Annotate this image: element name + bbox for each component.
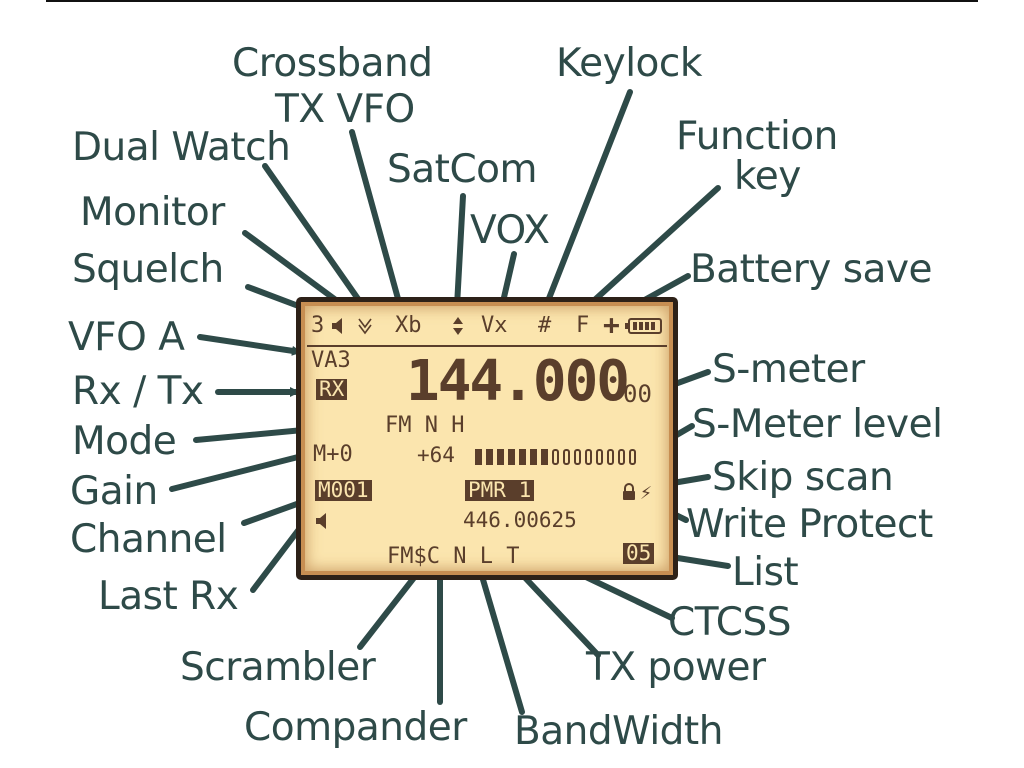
callout-bandwidth: BandWidth	[514, 712, 723, 751]
callout-function: Function	[676, 117, 838, 156]
callout-vox: VOX	[470, 211, 549, 250]
leader-satcom	[457, 196, 463, 306]
main-frequency: 144.000	[406, 354, 628, 410]
gain-value: M+0	[313, 444, 353, 466]
s-meter-segment	[519, 449, 526, 465]
s-meter-value: +64	[417, 445, 455, 466]
mode-line: FM N H	[385, 415, 464, 437]
callout-channel: Channel	[70, 520, 227, 559]
s-meter-segment	[618, 449, 625, 465]
callout-monitor: Monitor	[80, 193, 225, 232]
lcd-screen: 3 Xb Vx # F + VA3 RX 144.000 00 FM N H M…	[296, 297, 678, 580]
callout-compander: Compander	[244, 708, 467, 747]
vox-indicator: Vx	[481, 315, 508, 337]
channel-frequency: 446.00625	[463, 510, 577, 531]
callout-squelch: Squelch	[72, 250, 224, 289]
callout-mode: Mode	[72, 422, 176, 461]
last-rx-speaker-icon	[315, 512, 329, 533]
s-meter-segment	[629, 449, 636, 465]
s-meter-segment	[552, 449, 559, 465]
callout-ctcss: CTCSS	[668, 603, 791, 642]
s-meter-segment	[541, 449, 548, 465]
s-meter-segment	[607, 449, 614, 465]
callout-crossband: Crossband	[232, 44, 433, 83]
s-meter-segment	[585, 449, 592, 465]
s-meter-segment	[530, 449, 537, 465]
skip-scan-indicator: ⚡	[640, 482, 652, 502]
plus-indicator: +	[603, 311, 620, 339]
list-number: 05	[623, 543, 654, 564]
callout-gain: Gain	[70, 472, 158, 511]
leader-vfo-a	[200, 337, 300, 352]
callout-skip-scan: Skip scan	[712, 458, 893, 497]
leader-monitor	[245, 233, 344, 306]
dual-watch-icon	[357, 316, 373, 339]
callout-rx-tx: Rx / Tx	[72, 372, 204, 411]
s-meter-segment	[574, 449, 581, 465]
callout-dual-watch: Dual Watch	[72, 128, 290, 167]
squelch-level: 3	[311, 315, 324, 337]
leader-keylock	[546, 92, 630, 306]
callout-tx-power: TX power	[586, 648, 765, 687]
s-meter-segment	[563, 449, 570, 465]
keylock-indicator: #	[538, 315, 551, 337]
s-meter-segment	[508, 449, 515, 465]
monitor-icon	[331, 316, 347, 339]
bottom-status-line: FM$C N L T	[387, 546, 519, 568]
leader-bandwidth	[479, 566, 522, 712]
s-meter-segment	[596, 449, 603, 465]
callout-keylock: Keylock	[556, 44, 702, 83]
callout-last-rx: Last Rx	[98, 577, 238, 616]
callout-tx-vfo: TX VFO	[275, 90, 415, 129]
rx-tx-badge: RX	[316, 379, 347, 400]
callout-s-meter-level: S-Meter level	[692, 405, 942, 444]
callout-key: key	[734, 157, 801, 196]
channel-number: M001	[315, 480, 372, 501]
callout-battery-save: Battery save	[690, 250, 932, 289]
s-meter-segment	[497, 449, 504, 465]
battery-icon	[625, 317, 663, 338]
s-meter-segment	[486, 449, 493, 465]
callout-vfo-a: VFO A	[68, 318, 184, 357]
callout-satcom: SatCom	[387, 150, 537, 189]
callout-write-protect: Write Protect	[686, 505, 933, 544]
callout-s-meter: S-meter	[712, 350, 865, 389]
channel-name: PMR 1	[465, 480, 534, 501]
function-indicator: F	[576, 315, 589, 337]
frequency-fraction: 00	[623, 382, 652, 406]
s-meter-segment	[475, 449, 482, 465]
callout-scrambler: Scrambler	[180, 648, 375, 687]
callout-list: List	[732, 553, 798, 592]
vfo-indicator: VA3	[311, 350, 351, 372]
lock-icon	[622, 483, 636, 504]
leader-scrambler	[360, 570, 420, 647]
s-meter-level-bar	[475, 448, 665, 466]
crossband-indicator: Xb	[395, 315, 422, 337]
up-down-arrows-icon	[451, 315, 465, 340]
leader-gain	[172, 455, 306, 489]
status-bar-divider	[307, 345, 667, 347]
